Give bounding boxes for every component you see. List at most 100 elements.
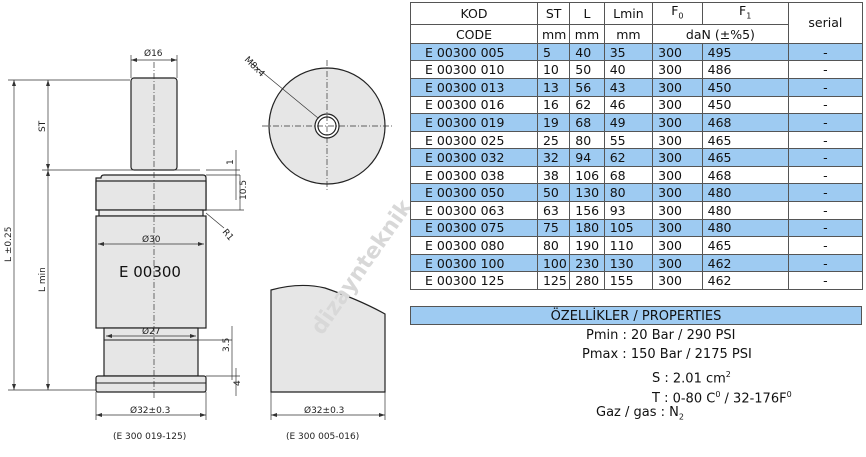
table-cell-lmin: 40 (603, 60, 654, 79)
prop-pmax: Pmax : 150 Bar / 2175 PSI (582, 347, 752, 363)
table-cell-code: E 00300 013 (410, 78, 538, 97)
table-cell-code: E 00300 038 (410, 165, 538, 185)
table-cell-lmin: 46 (603, 95, 654, 115)
table-cell-st: 5 (536, 42, 571, 62)
dim-3-5: 3.5 (222, 338, 232, 352)
header-cell: ST (536, 1, 571, 26)
prop-s-value: 2.01 cm (672, 371, 726, 387)
spec-table-body: KOD ST L Lmin F0 F1 serial CODE mm mm mm… (410, 1, 864, 290)
groove (98, 209, 204, 217)
prop-t-value-b: / 32-176F (720, 391, 787, 407)
table-cell-code: E 00300 019 (410, 113, 538, 132)
table-cell-st: 50 (536, 183, 571, 203)
model-label: E 00300 (119, 263, 181, 281)
table-cell-f1: 462 (701, 271, 789, 290)
table-cell-f0: 300 (652, 148, 703, 167)
table-cell-f0: 300 (652, 95, 703, 115)
table-cell-f0: 300 (652, 183, 703, 203)
table-cell-code: E 00300 063 (410, 201, 538, 220)
prop-gas: Gaz / gas : N2 (596, 405, 684, 426)
header-row-1: KOD ST L Lmin F0 F1 serial (410, 1, 864, 44)
dim-lmin: L min (38, 267, 48, 292)
table-cell-serial: - (787, 183, 864, 203)
header-cell: CODE (410, 24, 538, 44)
table-cell-f1: 465 (701, 236, 789, 255)
table-cell-f0: 300 (652, 253, 703, 273)
table-cell-lmin: 55 (603, 130, 654, 150)
table-cell-lmin: 80 (603, 183, 654, 203)
thread-label: M8x4 (242, 55, 267, 80)
table-cell-lmin: 105 (603, 218, 654, 238)
table-cell-f0: 300 (652, 60, 703, 79)
table-cell-st: 19 (536, 113, 571, 132)
table-cell-f1: 465 (701, 148, 789, 167)
spec-table: KOD ST L Lmin F0 F1 serial CODE mm mm mm… (410, 1, 864, 290)
table-cell-lmin: 110 (603, 236, 654, 255)
table-cell-f0: 300 (652, 165, 703, 185)
table-cell-serial: - (787, 165, 864, 185)
table-cell-st: 80 (536, 236, 571, 255)
table-cell-l: 94 (569, 148, 605, 167)
prop-pmin-value: 20 Bar / 290 PSI (631, 328, 736, 343)
prop-gas-sub: 2 (678, 412, 684, 422)
header-f-letter: F (671, 3, 679, 19)
prop-s: S : 2.01 cm2 (652, 367, 731, 387)
dim-radius: R1 (220, 228, 235, 244)
header-cell: mm (569, 24, 605, 44)
table-cell-serial: - (787, 271, 864, 290)
prop-pmax-value: 150 Bar / 2175 PSI (630, 347, 752, 362)
header-cell: daN (±%5) (652, 24, 789, 44)
table-cell-serial: - (787, 148, 864, 167)
table-cell-st: 13 (536, 78, 571, 97)
dim-lower-diameter: Ø27 (142, 326, 161, 337)
table-cell-st: 25 (536, 130, 571, 150)
table-cell-st: 38 (536, 165, 571, 185)
table-cell-st: 125 (536, 271, 571, 290)
table-cell-code: E 00300 016 (410, 95, 538, 115)
dim-stroke: ST (38, 120, 48, 132)
table-cell-l: 68 (569, 113, 605, 132)
table-cell-l: 106 (569, 165, 605, 185)
table-cell-f1: 486 (701, 60, 789, 79)
dim-top-diameter: Ø16 (144, 48, 163, 59)
header-cell-f1: F1 (701, 1, 789, 26)
side-profile (270, 284, 386, 393)
header-cell-serial: serial (787, 2, 864, 44)
dim-body-diameter: Ø30 (142, 234, 161, 245)
table-cell-l: 280 (569, 271, 605, 290)
table-cell-code: E 00300 010 (410, 60, 538, 79)
table-cell-l: 62 (569, 95, 605, 115)
table-cell-lmin: 49 (603, 113, 654, 132)
table-cell-serial: - (787, 253, 864, 273)
table-cell-code: E 00300 005 (410, 42, 538, 62)
table-cell-l: 230 (569, 253, 605, 273)
prop-t-sup-a: 0 (715, 390, 721, 399)
table-cell-lmin: 68 (603, 165, 654, 185)
table-cell-f0: 300 (652, 271, 703, 290)
table-cell-f1: 480 (701, 183, 789, 203)
table-cell-serial: - (787, 201, 864, 220)
table-cell-st: 32 (536, 148, 571, 167)
table-cell-f0: 300 (652, 130, 703, 150)
table-cell-code: E 00300 125 (410, 271, 538, 290)
prop-t-value-a: 0-80 C (672, 391, 716, 407)
table-cell-l: 180 (569, 218, 605, 238)
table-cell-code: E 00300 050 (410, 183, 538, 203)
header-row-2: CODE mm mm mm daN (±%5) (410, 24, 863, 44)
table-cell-l: 80 (569, 130, 605, 150)
table-cell-serial: - (787, 218, 864, 238)
table-cell-f1: 450 (701, 95, 789, 115)
table-cell-f0: 300 (652, 218, 703, 238)
table-cell-code: E 00300 025 (410, 130, 538, 150)
table-cell-lmin: 130 (603, 253, 654, 273)
table-cell-l: 56 (569, 78, 605, 97)
dim-base-diameter-left: Ø32±0.3 (130, 405, 170, 416)
table-cell-serial: - (787, 130, 864, 150)
